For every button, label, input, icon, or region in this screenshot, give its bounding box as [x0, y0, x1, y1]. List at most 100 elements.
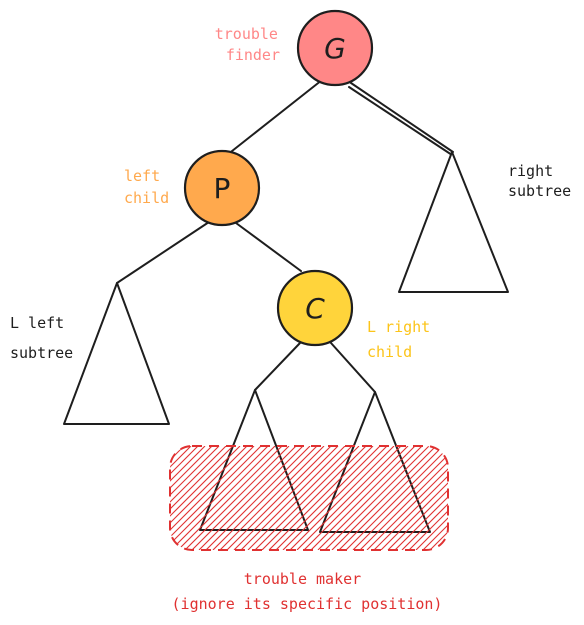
hatch-line	[528, 446, 584, 550]
trouble-maker-border	[169, 445, 449, 551]
annotation-trouble-finder-line2: finder	[226, 46, 280, 64]
node-p-circle	[183, 149, 261, 227]
c-right-subtree-triangle	[319, 391, 431, 533]
hatch-line	[415, 446, 448, 550]
hatch-line	[170, 446, 227, 550]
annotation-l-left-subtree-line1: L left	[10, 314, 64, 332]
hatch-line	[324, 446, 430, 550]
node-c: C	[276, 269, 354, 347]
hatch-line	[205, 446, 311, 550]
hatch-line	[233, 446, 339, 550]
hatch-line	[472, 446, 576, 550]
hatch-line	[345, 446, 448, 550]
hatch-line	[303, 446, 409, 550]
hatch-line	[380, 446, 448, 550]
hatch-line	[191, 446, 297, 550]
hatch-line	[226, 446, 332, 550]
annotation-right-subtree: right subtree	[508, 162, 571, 200]
edge-g-right-subtree-sketch	[348, 86, 453, 156]
hatch-line	[542, 446, 584, 550]
hatch-line	[422, 446, 448, 550]
hatch-line	[486, 446, 584, 550]
annotation-l-left-subtree: L left subtree	[10, 314, 73, 362]
hatch-line	[465, 446, 569, 550]
annotation-l-right-child-line1: L right	[367, 318, 430, 336]
hatch-line	[268, 446, 374, 550]
hatch-line	[289, 446, 395, 550]
node-g-label: G	[324, 32, 346, 65]
hatch-line	[282, 446, 388, 550]
hatch-line	[170, 446, 276, 550]
hatch-line	[507, 446, 584, 550]
hatch-line	[514, 446, 584, 550]
annotation-l-right-child: L right child	[367, 318, 439, 361]
annotation-trouble-maker-line1: trouble maker	[244, 570, 361, 588]
hatch-line	[500, 446, 584, 550]
right-subtree-triangle	[398, 151, 509, 293]
edge-c-right-subtree	[330, 342, 376, 393]
hatch-line	[338, 446, 444, 550]
annotation-l-left-subtree-line2: subtree	[10, 344, 73, 362]
annotation-trouble-maker: trouble maker (ignore its specific posit…	[172, 570, 443, 613]
hatch-line	[170, 446, 185, 550]
hatch-line	[535, 446, 584, 550]
hatch-line	[275, 446, 381, 550]
trouble-maker-region	[170, 446, 584, 550]
node-c-circle	[276, 269, 354, 347]
hatch-line	[549, 446, 584, 550]
hatch-line	[170, 446, 220, 550]
edge-p-c	[235, 222, 302, 272]
node-g-circle	[296, 9, 374, 87]
hatch-line	[170, 446, 178, 550]
node-g: G	[296, 9, 374, 87]
annotation-left-child: left child	[124, 167, 169, 207]
hatch-line	[443, 446, 448, 550]
hatch-line	[493, 446, 584, 550]
annotation-trouble-finder: trouble finder	[215, 25, 287, 64]
hatch-line	[198, 446, 304, 550]
edge-p-l-left-subtree	[116, 221, 210, 284]
node-c-label: C	[305, 292, 325, 325]
node-p-label: P	[214, 172, 231, 205]
hatch-line	[479, 446, 583, 550]
annotation-right-subtree-line1: right	[508, 162, 553, 180]
hatch-line	[240, 446, 346, 550]
hatch-line	[219, 446, 325, 550]
hatch-line	[170, 446, 199, 550]
hatch-line	[170, 446, 269, 550]
hatch-line	[170, 446, 206, 550]
hatch-line	[261, 446, 367, 550]
annotation-trouble-maker-line2: (ignore its specific position)	[172, 595, 443, 613]
hatch-line	[247, 446, 353, 550]
hatch-line	[408, 446, 448, 550]
annotation-left-child-line2: child	[124, 189, 169, 207]
annotation-l-right-child-line2: child	[367, 343, 412, 361]
hatch-line	[458, 446, 562, 550]
node-p: P	[183, 149, 261, 227]
hatch-line	[170, 446, 192, 550]
hatch-line	[212, 446, 318, 550]
annotation-right-subtree-line2: subtree	[508, 182, 571, 200]
hatch-line	[317, 446, 423, 550]
hatch-line	[170, 446, 255, 550]
hatch-line	[331, 446, 437, 550]
hatch-line	[521, 446, 584, 550]
hatch-line	[254, 446, 360, 550]
hatch-line	[401, 446, 448, 550]
hatch-line	[310, 446, 416, 550]
hatch-line	[296, 446, 402, 550]
annotation-trouble-finder-line1: trouble	[215, 25, 278, 43]
hatch-line	[170, 446, 248, 550]
edge-g-right-subtree	[350, 82, 454, 153]
hatch-line	[387, 446, 448, 550]
hatch-line	[436, 446, 448, 550]
hatch-line	[352, 446, 448, 550]
hatch-line	[170, 446, 241, 550]
hatch-line	[170, 446, 213, 550]
edge-g-p	[226, 79, 323, 156]
hatch-line	[373, 446, 448, 550]
hatch-line	[170, 446, 234, 550]
hatch-line	[451, 446, 555, 550]
edge-c-left-subtree	[254, 342, 301, 391]
